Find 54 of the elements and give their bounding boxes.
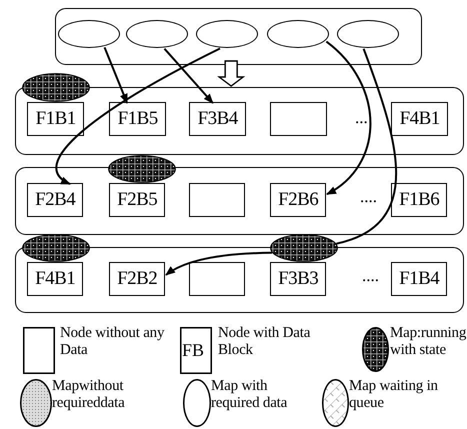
block-label: F1B5 [118, 108, 158, 130]
block-label: F2B4 [35, 189, 76, 212]
legend-text: Node with Data Block [218, 325, 312, 359]
block-label: F3B4 [198, 108, 238, 130]
block-arrow [217, 60, 246, 87]
empty-node-box [189, 183, 246, 218]
running-map-ellipse [270, 234, 338, 262]
legend-text: Map with required data [211, 378, 288, 412]
empty-node-box [189, 262, 246, 296]
empty-node-box [270, 102, 328, 136]
running-map-ellipse [108, 155, 176, 183]
group-panel [15, 87, 464, 155]
map-ellipse [337, 20, 400, 48]
data-block-box [109, 183, 166, 218]
legend-text: Map waiting in queue [349, 378, 439, 412]
legend-text: Map:running with state [390, 325, 466, 359]
data-block-box [27, 102, 84, 136]
arrow [165, 252, 272, 276]
block-label: F4B1 [400, 108, 440, 130]
block-label: F2B6 [278, 189, 318, 212]
group-panel [15, 167, 464, 235]
map-ellipse [58, 20, 120, 48]
data-block-box [109, 102, 166, 136]
block-label: F4B1 [35, 268, 76, 290]
data-block-box [270, 183, 326, 218]
ellipsis-text: .... [360, 187, 377, 207]
data-block-box [270, 262, 326, 296]
group-panel [55, 8, 422, 65]
block-label: F1B6 [399, 189, 440, 212]
arrow [104, 46, 128, 104]
map-ellipse [196, 20, 258, 48]
data-block-box [391, 102, 448, 136]
legend-text: Mapwithout requireddata [52, 378, 126, 412]
data-block-box [109, 262, 166, 296]
data-block-box [391, 183, 448, 218]
data-block-box [391, 262, 448, 296]
map-ellipse [267, 20, 330, 48]
legend-text: Node without any Data [60, 325, 166, 359]
running-map-ellipse [22, 73, 90, 102]
block-label: F1B1 [36, 108, 76, 130]
block-label: F2B2 [117, 268, 158, 290]
arrow [164, 48, 214, 104]
data-block-box [27, 262, 84, 296]
map-ellipse [126, 20, 188, 48]
block-label: F1B4 [399, 268, 440, 290]
symbol-text: FB [182, 340, 204, 361]
ellipsis-text: .... [362, 266, 379, 286]
running-map-ellipse [22, 234, 90, 262]
data-block-box [189, 102, 246, 136]
arrow [326, 40, 372, 196]
ellipsis-text: ... [355, 108, 368, 128]
data-block-box [27, 183, 84, 218]
block-label: F2B5 [117, 189, 158, 212]
block-label: F3B3 [278, 268, 318, 290]
